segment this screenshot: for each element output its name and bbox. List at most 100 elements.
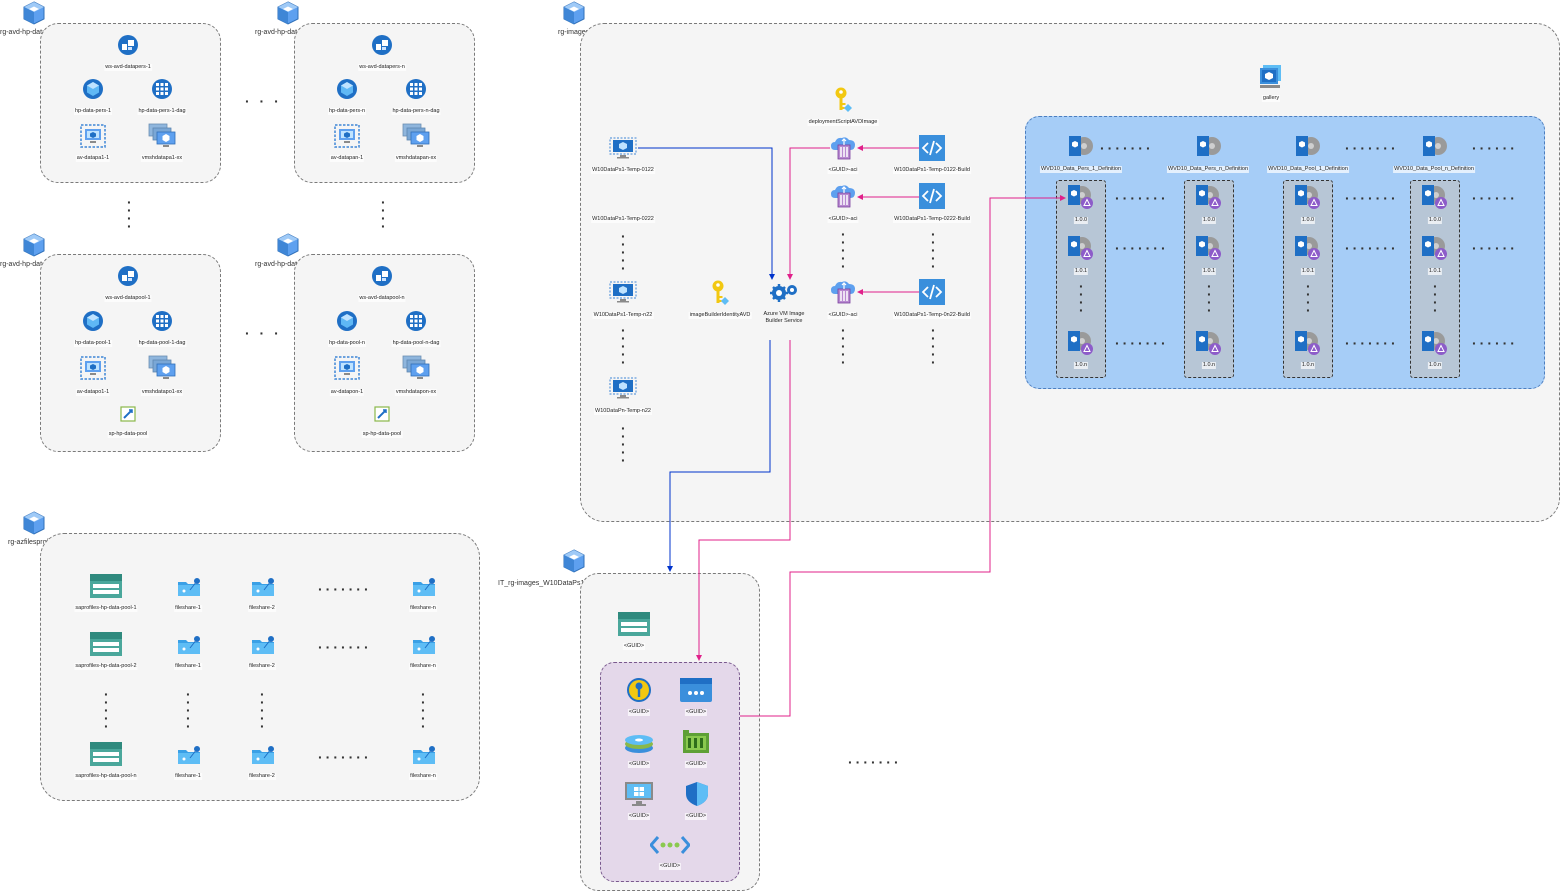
ellipsis-vertical: ···· <box>1306 278 1311 318</box>
image-version-icon[interactable] <box>1195 330 1223 356</box>
image-definition-icon[interactable] <box>1067 134 1093 158</box>
workspace-icon[interactable] <box>371 34 393 56</box>
build-script-code-icon[interactable] <box>919 183 945 209</box>
ellipsis-vertical: ····· <box>104 686 109 734</box>
managed-identity-key-icon[interactable] <box>710 279 730 307</box>
staging-storage-label: <GUID> <box>622 643 646 650</box>
image-version-icon[interactable] <box>1195 235 1223 261</box>
managed-identity-key-icon[interactable] <box>833 86 853 114</box>
image-builder-label: Azure VM Image Builder Service <box>763 311 805 324</box>
workspace-icon[interactable] <box>371 265 393 287</box>
image-template-icon[interactable] <box>608 376 638 400</box>
resource-group-icon <box>21 232 47 258</box>
application-group-icon[interactable] <box>405 78 427 100</box>
app-window-icon[interactable] <box>680 678 712 702</box>
virtual-machines-icon[interactable] <box>148 355 176 381</box>
file-share-icon[interactable] <box>411 744 437 766</box>
image-version-icon[interactable] <box>1294 330 1322 356</box>
workspace-icon[interactable] <box>117 265 139 287</box>
image-template-icon[interactable] <box>608 280 638 304</box>
ellipsis-horizontal: ······ <box>1472 335 1518 351</box>
host-pool-label: hp-data-pool-1 <box>74 340 112 347</box>
image-definition-icon[interactable] <box>1294 134 1320 158</box>
container-instance-icon[interactable] <box>830 280 856 304</box>
image-version-column[interactable] <box>1184 180 1234 378</box>
build-script-code-icon[interactable] <box>919 279 945 305</box>
ellipsis-horizontal: · · · <box>245 325 282 341</box>
file-share-icon[interactable] <box>411 576 437 598</box>
availability-set-label: av-datapo1-1 <box>75 389 111 396</box>
image-version-icon[interactable] <box>1421 330 1449 356</box>
application-group-icon[interactable] <box>151 310 173 332</box>
virtual-machines-label: vmshdatapa1-xx <box>140 155 184 162</box>
image-builder-gear-icon[interactable] <box>769 281 801 305</box>
application-group-label: hp-data-pool-1-dag <box>137 340 187 347</box>
rg-label-pool-n: rg-avd-hp-data-pool-n <box>255 261 323 268</box>
file-share-label: fileshare-n <box>409 605 437 612</box>
availability-set-icon[interactable] <box>80 356 106 380</box>
file-share-icon[interactable] <box>250 744 276 766</box>
workspace-icon[interactable] <box>117 34 139 56</box>
image-version-label: 1.0.1 <box>1073 268 1089 275</box>
rg-label-profiles: rg-azfilesprofiles <box>8 539 59 546</box>
storage-account-label: saprofiles-hp-data-pool-n <box>74 773 138 780</box>
file-share-icon[interactable] <box>250 576 276 598</box>
availability-set-icon[interactable] <box>334 124 360 148</box>
virtual-network-icon[interactable] <box>650 834 690 856</box>
network-interface-icon[interactable] <box>682 730 710 756</box>
storage-account-icon[interactable] <box>90 742 122 766</box>
file-share-icon[interactable] <box>176 576 202 598</box>
availability-set-label: av-datapan-1 <box>329 155 365 162</box>
container-instance-label: <GUID>-aci <box>827 167 859 174</box>
scaling-plan-icon[interactable] <box>374 406 390 422</box>
image-version-column[interactable] <box>1410 180 1460 378</box>
build-script-label: W10DataPs1-Temp-0122-Build <box>893 167 971 174</box>
image-version-icon[interactable] <box>1294 184 1322 210</box>
key-vault-icon[interactable] <box>626 677 652 703</box>
image-version-icon[interactable] <box>1421 235 1449 261</box>
availability-set-icon[interactable] <box>80 124 106 148</box>
file-share-icon[interactable] <box>176 634 202 656</box>
application-group-icon[interactable] <box>151 78 173 100</box>
host-pool-icon[interactable] <box>336 78 358 100</box>
managed-disk-icon[interactable] <box>623 731 655 755</box>
availability-set-icon[interactable] <box>334 356 360 380</box>
file-share-icon[interactable] <box>250 634 276 656</box>
virtual-machines-icon[interactable] <box>402 355 430 381</box>
application-group-icon[interactable] <box>405 310 427 332</box>
network-security-group-icon[interactable] <box>685 781 709 807</box>
file-share-icon[interactable] <box>176 744 202 766</box>
scaling-plan-icon[interactable] <box>120 406 136 422</box>
gallery-icon[interactable] <box>1258 64 1284 90</box>
host-pool-icon[interactable] <box>336 310 358 332</box>
virtual-machines-icon[interactable] <box>402 123 430 149</box>
image-definition-icon[interactable] <box>1421 134 1447 158</box>
image-version-icon[interactable] <box>1067 184 1095 210</box>
host-pool-icon[interactable] <box>82 78 104 100</box>
file-share-icon[interactable] <box>411 634 437 656</box>
build-script-code-icon[interactable] <box>919 135 945 161</box>
storage-account-icon[interactable] <box>90 574 122 598</box>
image-definition-label: WVD10_Data_Pers_n_Definition <box>1166 166 1250 173</box>
host-pool-icon[interactable] <box>82 310 104 332</box>
container-instance-icon[interactable] <box>830 184 856 208</box>
ellipsis-vertical: ····· <box>931 322 936 370</box>
ellipsis-vertical: ····· <box>260 686 265 734</box>
storage-account-icon[interactable] <box>618 612 650 636</box>
image-version-icon[interactable] <box>1294 235 1322 261</box>
container-instance-label: <GUID>-aci <box>827 312 859 319</box>
image-version-icon[interactable] <box>1067 330 1095 356</box>
image-version-icon[interactable] <box>1067 235 1095 261</box>
image-template-icon[interactable] <box>608 136 638 160</box>
resource-group-icon <box>561 548 587 574</box>
ellipsis-vertical: ····· <box>931 226 936 274</box>
image-version-icon[interactable] <box>1421 184 1449 210</box>
virtual-machines-label: vmshdatapon-xx <box>394 389 438 396</box>
virtual-machines-icon[interactable] <box>148 123 176 149</box>
image-definition-icon[interactable] <box>1195 134 1221 158</box>
storage-account-icon[interactable] <box>90 632 122 656</box>
container-instance-icon[interactable] <box>830 136 856 160</box>
image-version-icon[interactable] <box>1195 184 1223 210</box>
windows-vm-icon[interactable] <box>624 781 654 807</box>
virtual-machines-label: vmshdatapo1-xx <box>140 389 184 396</box>
